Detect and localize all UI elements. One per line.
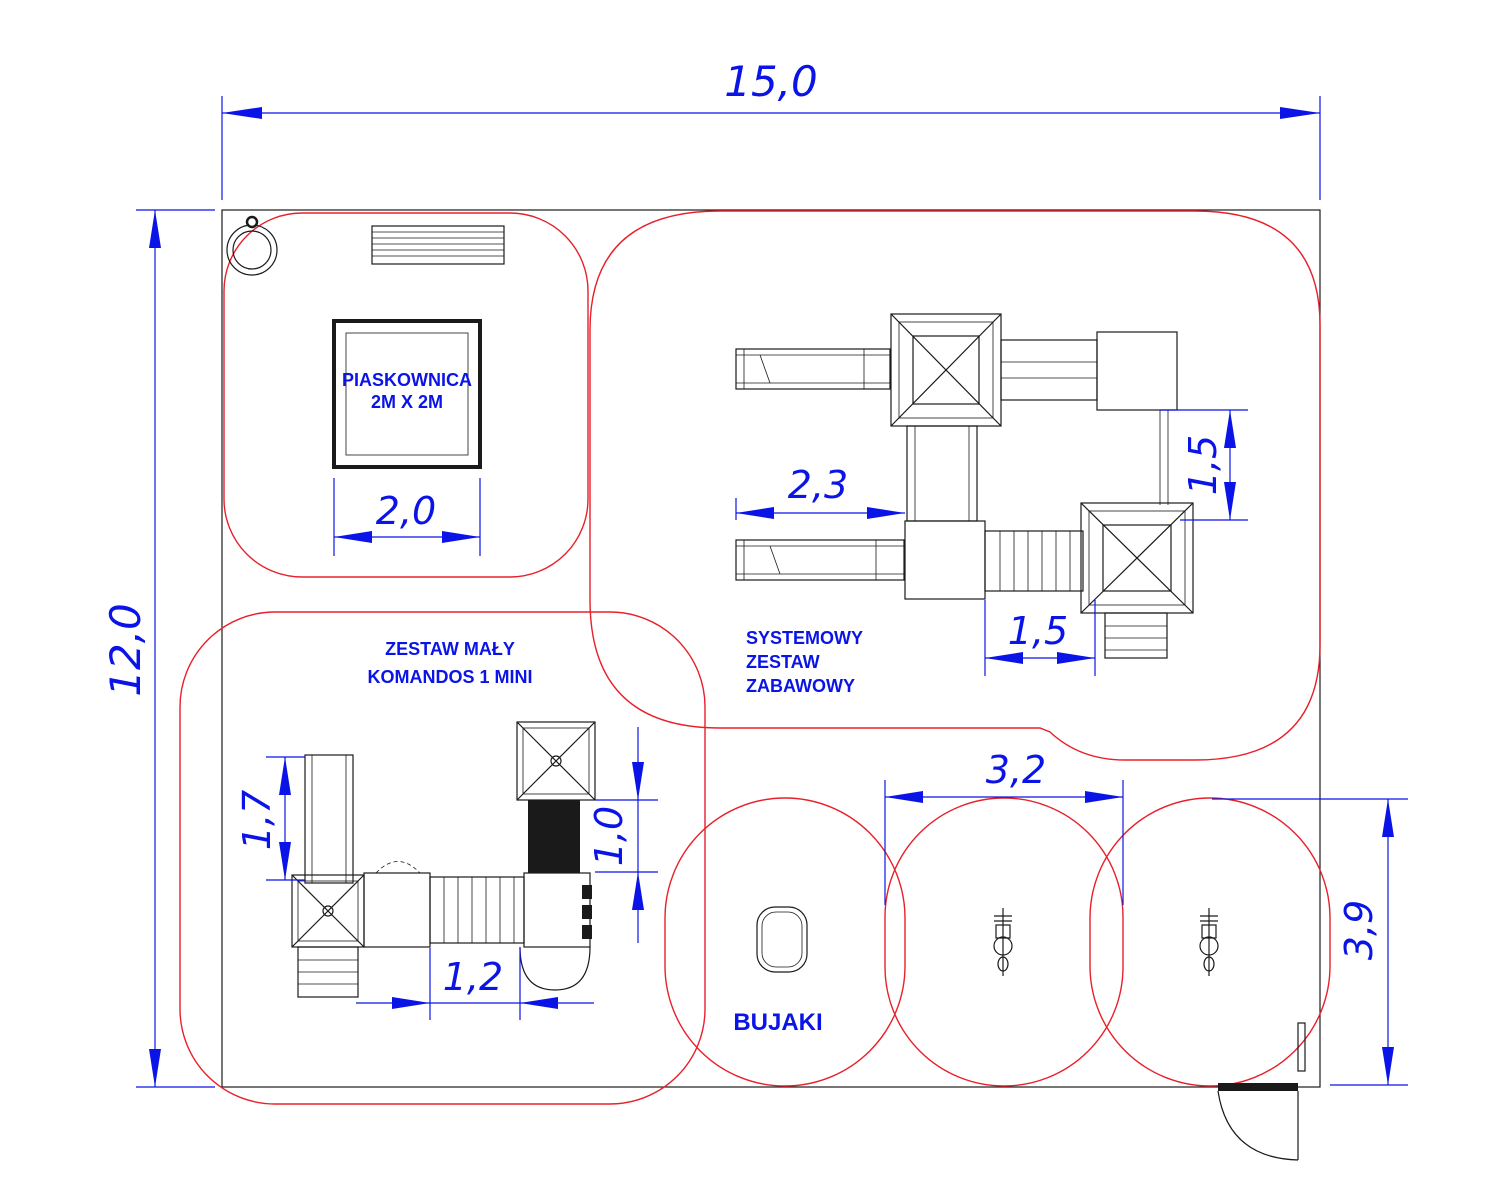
dimension-sandbox-width: 2,0 — [333, 478, 481, 556]
springer-horse-icon — [993, 908, 1013, 976]
dimension-total-width-label: 15,0 — [724, 57, 818, 106]
dimension-mini-bridge: 1,2 — [356, 948, 594, 1020]
zone-sandbox — [223, 212, 589, 578]
dimension-mini-height-right-label: 1,0 — [587, 806, 631, 866]
dimension-total-height: 12,0 — [101, 209, 215, 1088]
dimension-sandbox-width-label: 2,0 — [376, 489, 436, 533]
zone-springer-3 — [1089, 797, 1331, 1087]
springer-horse-icon-2 — [1199, 908, 1219, 976]
springers-label: BUJAKI — [733, 1009, 822, 1036]
dimension-springers-height: 3,9 — [1212, 798, 1408, 1086]
dimension-system-gap-horizontal: 1,5 — [984, 600, 1096, 676]
system-set-label-line2: ZESTAW — [746, 652, 820, 672]
dimension-system-gap-vertical: 1,5 — [1160, 409, 1248, 521]
dimension-mini-height-right: 1,0 — [587, 727, 658, 943]
mini-set-label-line2: KOMANDOS 1 MINI — [367, 667, 532, 687]
system-set-label-line1: SYSTEMOWY — [746, 628, 863, 648]
mini-play-set — [291, 721, 596, 998]
dimension-slide-length: 2,3 — [735, 463, 905, 520]
mini-set-label-line1: ZESTAW MAŁY — [385, 639, 515, 659]
zone-mini-set — [179, 611, 706, 1105]
dimension-slide-length-label: 2,3 — [788, 463, 848, 507]
dimension-system-gap-horizontal-label: 1,5 — [1008, 609, 1068, 653]
gate-icon[interactable] — [1217, 1022, 1306, 1161]
zone-springer-2 — [884, 797, 1124, 1087]
dimension-mini-height-left-label: 1,7 — [235, 790, 279, 850]
springer-seat-icon — [756, 906, 808, 973]
sandbox-label-line1: PIASKOWNICA — [342, 370, 472, 390]
bin-icon — [226, 215, 278, 276]
zone-springer-1 — [664, 797, 906, 1087]
dimension-springers-height-label: 3,9 — [1337, 900, 1381, 960]
dimension-mini-height-left: 1,7 — [235, 756, 305, 881]
system-play-set — [735, 313, 1194, 659]
dimension-total-height-label: 12,0 — [101, 603, 150, 697]
dimension-system-gap-vertical-label: 1,5 — [1181, 435, 1225, 495]
sandbox: PIASKOWNICA 2M X 2M — [332, 319, 482, 469]
zone-system-set — [589, 210, 1321, 761]
dimension-mini-bridge-label: 1,2 — [443, 955, 503, 999]
bench-icon — [371, 225, 505, 265]
dimension-springers-width-label: 3,2 — [986, 748, 1046, 792]
dimension-springers-width: 3,2 — [884, 748, 1124, 905]
sandbox-label-line2: 2M X 2M — [371, 392, 443, 412]
dimension-total-width: 15,0 — [221, 57, 1321, 200]
system-set-label-line3: ZABAWOWY — [746, 676, 855, 696]
